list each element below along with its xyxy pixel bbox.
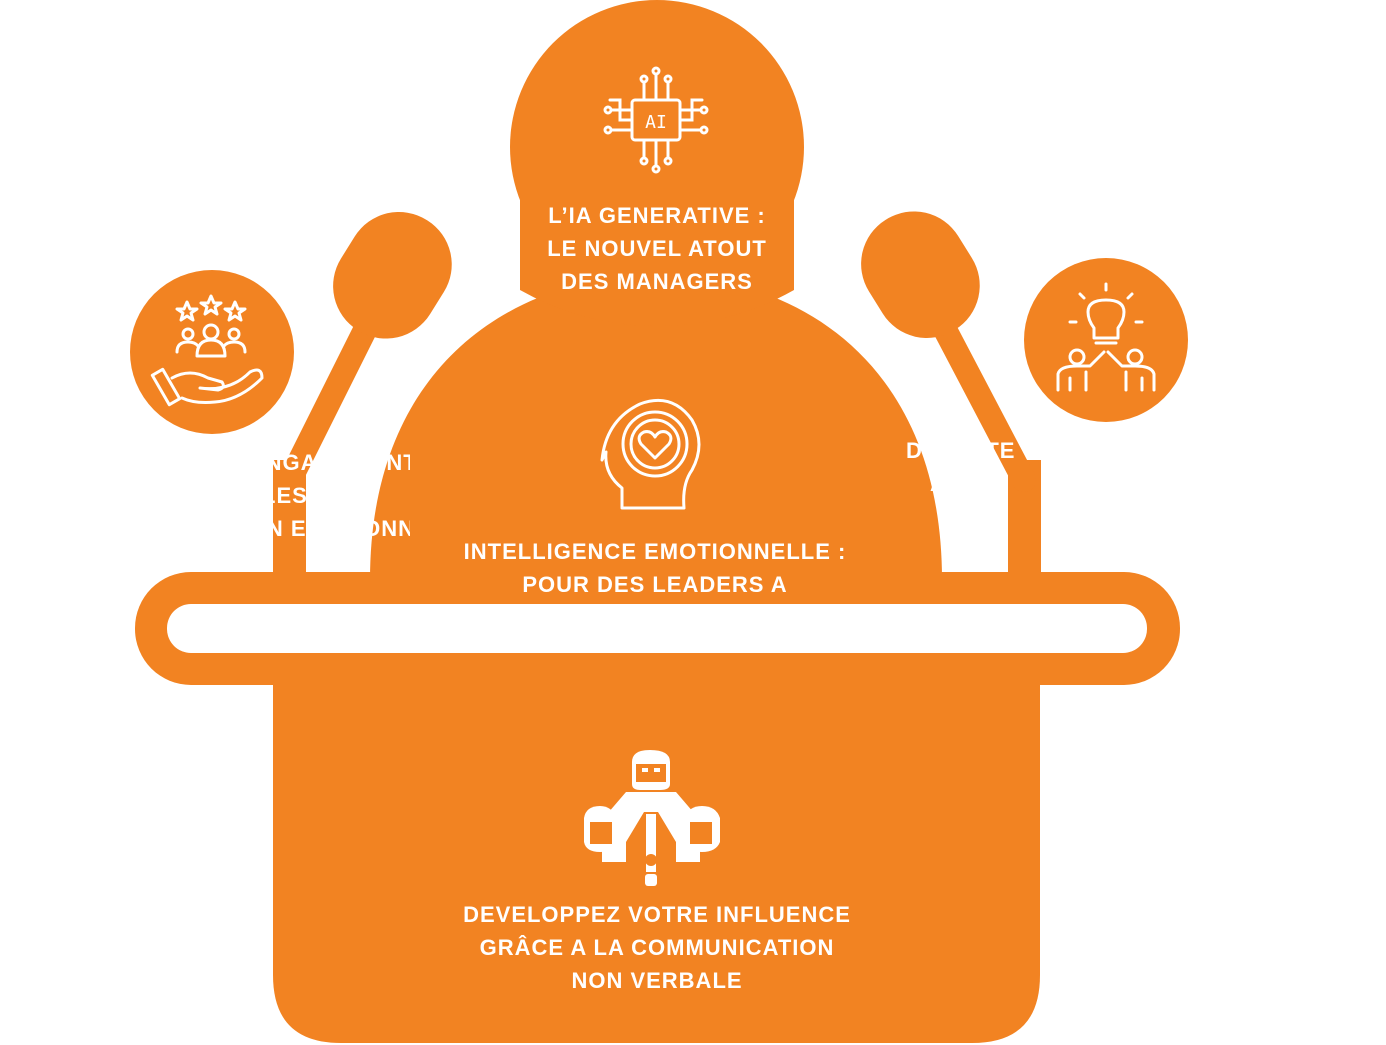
top-label-line-1: L’IA GENERATIVE : [548, 203, 766, 228]
middle-label-line-1: INTELLIGENCE EMOTIONNELLE : [463, 539, 847, 564]
middle-label-line-2: POUR DES LEADERS A [522, 572, 788, 597]
podium-body [273, 640, 1040, 1043]
mic-rod-left [278, 308, 382, 492]
left-label-line-1: ENGAGEMENT : [250, 450, 410, 475]
right-label-line-1: DES INTE [906, 438, 1016, 463]
right-label-line-2: ACTE [930, 471, 994, 496]
right-circle [1024, 258, 1188, 422]
people-stars-hand-icon [150, 294, 264, 407]
heart-mind-icon [600, 399, 701, 510]
left-label-line-3: UN ENVIRONNEMENT [250, 516, 410, 541]
ai-chip-icon: AI [603, 66, 709, 174]
mic-rod-right [928, 308, 1036, 492]
top-label-line-2: LE NOUVEL ATOUT [547, 236, 767, 261]
speaker-audience-icon [584, 750, 720, 886]
left-label-line-2: LES DEFIS D [262, 483, 372, 508]
mic-head-right [861, 211, 980, 339]
bottom-label-line-2: GRÂCE A LA COMMUNICATION [479, 935, 835, 960]
podium-slot [167, 604, 1147, 653]
speaker-head-shape [370, 275, 942, 580]
bottom-label-line-3: NON VERBALE [571, 968, 743, 993]
bottom-label-line-1: DEVELOPPEZ VOTRE INFLUENCE [463, 902, 851, 927]
lightbulb-collaboration-icon [1056, 282, 1156, 392]
mic-head-left [333, 211, 452, 339]
top-label-line-3: DES MANAGERS [561, 269, 753, 289]
top-circle-extension [520, 200, 794, 326]
left-circle [130, 270, 294, 434]
svg-text:AI: AI [645, 112, 667, 133]
